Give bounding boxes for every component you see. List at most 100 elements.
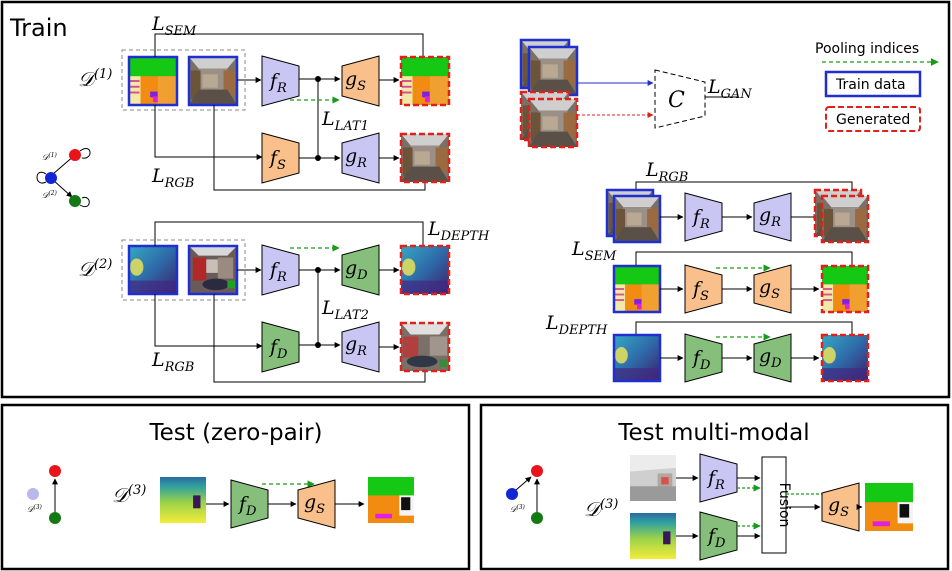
encoder-fR-d2: [261, 244, 300, 296]
graph-node-red-mm: [531, 465, 543, 477]
encoder-fR-right: [684, 192, 723, 242]
discriminator-C: [654, 69, 706, 129]
image-depth-d3-zp: [160, 477, 206, 523]
right-rgb-pipeline: LRGB fR gR: [605, 159, 870, 244]
image-depth-d2: [129, 246, 177, 294]
loss-depth-right-label: LDEPTH: [545, 312, 608, 338]
legend-generated-label: Generated: [836, 112, 910, 128]
image-sem-right-output: [822, 266, 868, 312]
right-depth-pipeline: LDEPTH fD gD: [545, 312, 870, 383]
loss-sem-label: LSEM: [151, 13, 197, 39]
loss-rgb-d2-label: LRGB: [151, 349, 194, 375]
encoder-fR-d1-label: fR: [268, 70, 287, 96]
graph-node-red: [69, 149, 81, 161]
graph-selfloop-blue: [36, 171, 47, 184]
graph-label-d2: 𝒟(2): [42, 190, 58, 200]
image-depth-right-input: [614, 335, 660, 381]
loss-lat2-label: LLAT2: [321, 297, 369, 323]
input-pair-box-d2: [121, 239, 246, 301]
discriminator-C-label: C: [668, 88, 685, 113]
graph-node-green-mm: [531, 512, 543, 524]
decoder-gD-d2: [341, 244, 380, 296]
decoder-gD-d2-label: gD: [345, 257, 368, 283]
latent-node-fR-d2: [315, 267, 321, 273]
graph-label-d3-zp: 𝒟(3): [27, 504, 43, 514]
decoder-gS-zp-label: gS: [304, 491, 325, 517]
train-panel-title: Train: [9, 14, 68, 42]
graph-node-green: [69, 195, 81, 207]
encoder-fD-zp: [230, 479, 269, 529]
image-gan-train-stack: [529, 47, 577, 95]
graph-selfloop-red: [79, 148, 91, 159]
decoder-gS-right-label: gS: [759, 276, 780, 302]
fusion-block: [761, 456, 787, 554]
loss-line-rgb-d1: [213, 105, 426, 191]
encoder-fR-mm: [699, 453, 738, 503]
domain-graph-train: 𝒟(1) 𝒟(2): [36, 148, 91, 208]
encoder-fS-d1: [261, 132, 300, 184]
graph-label-d3-mm: 𝒟(3): [510, 504, 526, 514]
zero-pair-pipeline: 𝒟(3) fD gS: [112, 477, 414, 529]
domain-graph-zero-pair: 𝒟(3): [27, 465, 61, 524]
encoder-fD-zp-label: fD: [237, 493, 257, 519]
right-sem-pipeline: LSEM fS gS: [571, 238, 870, 314]
loss-line-rgb-d2: [213, 294, 426, 383]
arrow-depth-to-fD: [154, 294, 263, 349]
image-sem-output-mm: [865, 483, 913, 531]
encoder-fR-mm-label: fR: [706, 467, 725, 493]
decoder-gR-d2-label: gR: [345, 333, 367, 359]
graph-edge-blue-green: [52, 179, 73, 198]
image-generated-rgb-d2: [401, 323, 449, 371]
domain-d1-pipeline: 𝒟(1) LSEM LRGB fR fS LLAT1 gS gR: [78, 13, 451, 191]
graph-node-green-zp: [49, 512, 61, 524]
domain-d2-pipeline: 𝒟(2) LDEPTH LRGB fR fD LLAT2 gD gR: [78, 218, 490, 383]
image-sem-output-zp: [368, 477, 414, 523]
arrow-sem-to-fS: [154, 105, 263, 160]
decoder-gR-right: [753, 192, 792, 242]
encoder-fD-d2: [261, 321, 300, 373]
legend: Pooling indices Train data Generated: [815, 41, 939, 132]
decoder-gR-d1: [341, 132, 380, 184]
graph-node-faded-zp: [27, 488, 39, 500]
encoder-fR-d2-label: fR: [268, 259, 287, 285]
latent-node-fS: [315, 155, 321, 161]
encoder-fD-mm-label: fD: [706, 525, 726, 551]
loss-rgb-d1-label: LRGB: [151, 165, 194, 191]
domain-d3-label-zp: 𝒟(3): [112, 483, 146, 507]
graph-label-d1: 𝒟(1): [42, 152, 58, 162]
gan-discriminator-block: C LGAN: [519, 38, 752, 149]
input-pair-box-d1: [121, 49, 246, 111]
graph-node-blue-mm: [506, 488, 518, 500]
graph-edge-blue-red-mm: [515, 476, 532, 491]
encoder-fS-d1-label: fS: [268, 147, 286, 173]
test-zero-pair-panel-frame: [0, 403, 471, 571]
image-depth-right-output: [822, 335, 868, 381]
image-generated-depth-d2: [401, 246, 449, 294]
domain-d1-label: 𝒟(1): [78, 67, 112, 91]
encoder-fD-d2-label: fD: [268, 336, 288, 362]
encoder-fD-mm: [699, 511, 738, 561]
decoder-gR-d2: [341, 321, 380, 373]
image-semantic-d1: [129, 57, 177, 105]
image-generated-rgb-d1: [401, 134, 449, 182]
image-depth-d3-mm: [630, 513, 676, 559]
encoder-fR-right-label: fR: [691, 206, 710, 232]
loss-gan-label: LGAN: [707, 76, 752, 102]
loss-line-depth-right: [635, 321, 853, 336]
loss-line-sem-right: [635, 251, 853, 266]
image-rgb-right-output: [822, 196, 868, 242]
decoder-gD-right: [753, 333, 792, 383]
loss-line-sem: [154, 33, 424, 57]
test-multimodal-panel-frame: [479, 403, 950, 571]
graph-selfloop-green: [79, 196, 90, 208]
test-multimodal-title: Test multi-modal: [617, 420, 809, 446]
decoder-gS-d1-label: gS: [345, 68, 366, 94]
encoder-fS-right-label: fS: [691, 278, 709, 304]
image-sem-right-input: [614, 266, 660, 312]
domain-d3-label-mm: 𝒟(3): [584, 497, 618, 521]
decoder-gD-right-label: gD: [759, 345, 782, 371]
train-panel-frame: [0, 0, 951, 399]
image-gan-generated-stack: [529, 99, 577, 147]
image-rgb-d3-mm: [630, 455, 676, 501]
encoder-fD-right-label: fD: [691, 347, 711, 373]
